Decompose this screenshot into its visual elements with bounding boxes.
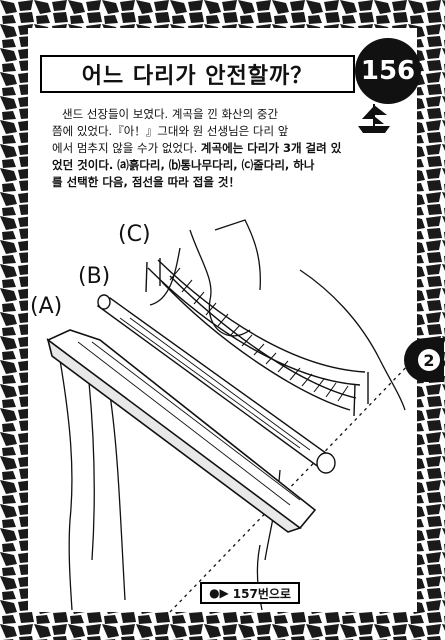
story-text: 샌드 선장들이 보였다. 계곡을 낀 화산의 중간 쯤에 있었다.『아！』그대와… <box>52 106 387 191</box>
page-number: 156 <box>360 56 416 86</box>
ship-icon <box>358 104 390 133</box>
page-title: 어느 다리가 안전할까？ <box>81 64 314 89</box>
label-b: (B) <box>78 264 111 289</box>
story-line: 었던 것이다. ⒜흙다리, ⒝통나무다리, ⒞줄다리, 하나 <box>52 158 315 172</box>
next-page-button[interactable]: ●▶ 157번으로 <box>200 582 300 604</box>
story-line: 에서 멈추지 않을 수가 없었다. 계곡에는 다리가 3개 걸려 있 <box>52 141 342 155</box>
label-c: (C) <box>118 222 151 247</box>
page-number-badge: 156 <box>355 38 421 104</box>
story-line: 쯤에 있었다.『아！』그대와 원 선생님은 다리 앞 <box>52 124 289 138</box>
story-line: 샌드 선장들이 보였다. 계곡을 낀 화산의 중간 <box>62 107 279 121</box>
chapter-number: 2 <box>418 349 440 371</box>
pointer-arrow-icon: ●▶ <box>209 586 229 600</box>
story-line: 를 선택한 다음, 점선을 따라 접을 것！ <box>52 175 241 189</box>
label-a: (A) <box>30 294 63 319</box>
title-box: 어느 다리가 안전할까？ <box>40 55 355 93</box>
next-page-label: 157번으로 <box>232 586 291 601</box>
